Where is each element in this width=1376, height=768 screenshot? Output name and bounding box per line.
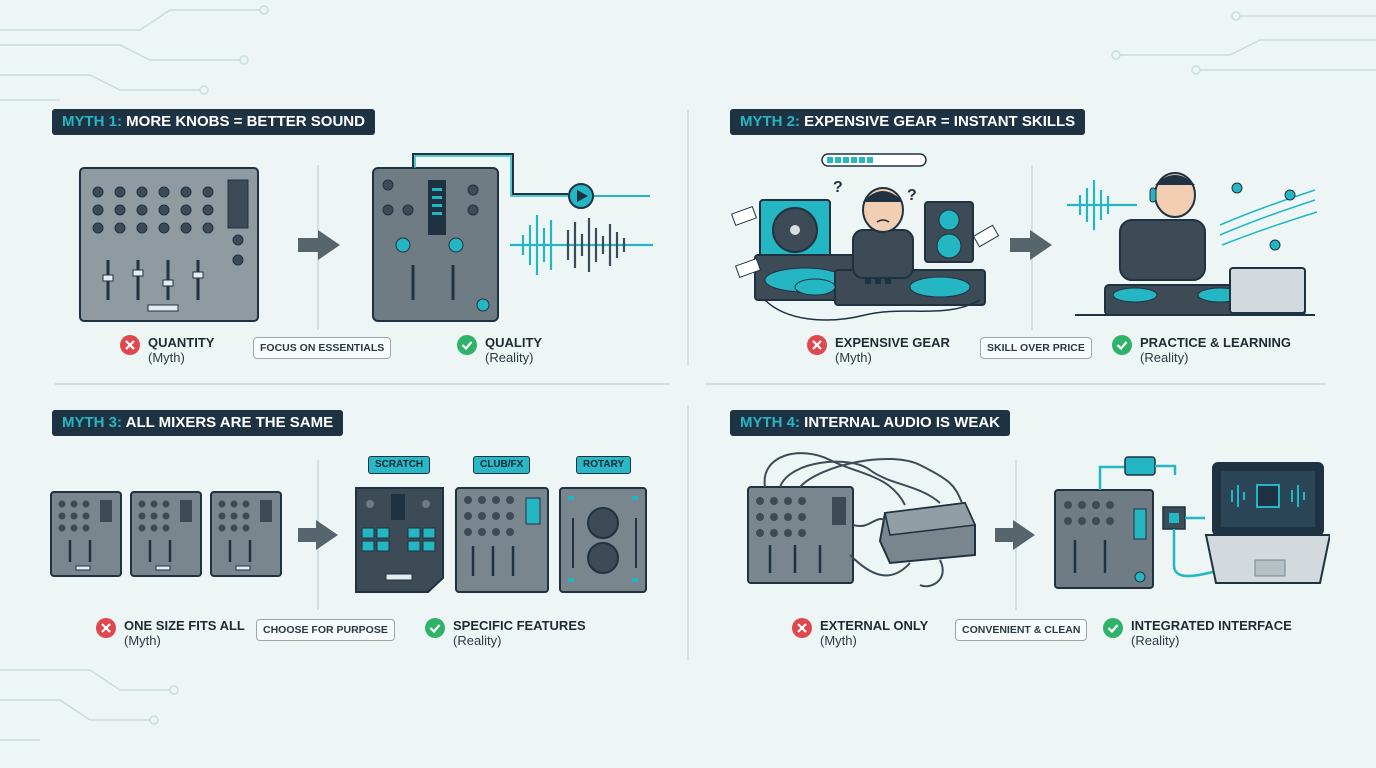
tag-club-fx: CLUB/FX — [473, 456, 531, 474]
check-circle-icon — [425, 618, 445, 638]
stressed-dj-icon: ? ? — [833, 179, 917, 279]
check-circle-icon — [1112, 335, 1132, 355]
arrow-right-icon — [1010, 230, 1052, 260]
panel-2-reality-caption: PRACTICE & LEARNING(Reality) — [1112, 335, 1291, 366]
identical-mixers-icon — [50, 491, 282, 577]
panel-3-illustration — [50, 487, 647, 593]
panel-2-illustration: ? ? — [730, 153, 1318, 321]
panel-3-myth-caption: ONE SIZE FITS ALL(Myth) — [96, 618, 245, 649]
arrow-right-icon — [298, 230, 340, 260]
panel-1-illustration — [79, 153, 653, 322]
arrow-right-icon — [995, 520, 1035, 550]
panel-4-pill: CONVENIENT & CLEAN — [955, 619, 1088, 641]
cluttered-mixer-icon — [79, 167, 259, 322]
panel-3-pill: CHOOSE FOR PURPOSE — [256, 619, 395, 641]
x-circle-icon — [120, 335, 140, 355]
practicing-dj-icon — [1075, 172, 1315, 316]
panel-4-title: MYTH 4: INTERNAL AUDIO IS WEAK — [730, 410, 1011, 436]
laptop-icon — [1204, 462, 1330, 584]
waveform-icon — [510, 215, 653, 275]
panel-4-reality-caption: INTEGRATED INTERFACE(Reality) — [1103, 618, 1292, 649]
tag-rotary: ROTARY — [576, 456, 632, 474]
panel-3-title: MYTH 3: ALL MIXERS ARE THE SAME — [52, 410, 344, 436]
music-notes-icon — [1219, 189, 1318, 246]
panel-2-title: MYTH 2: EXPENSIVE GEAR = INSTANT SKILLS — [730, 109, 1086, 135]
panel-1-reality-caption: QUALITY(Reality) — [457, 335, 542, 366]
panel-2-myth-caption: EXPENSIVE GEAR(Myth) — [807, 335, 950, 366]
panel-4-myth-caption: EXTERNAL ONLY(Myth) — [792, 618, 928, 649]
usb-icon — [1124, 456, 1156, 476]
panel-2-pill: SKILL OVER PRICE — [980, 337, 1092, 359]
rotary-mixer-icon — [559, 487, 647, 593]
check-circle-icon — [1103, 618, 1123, 638]
panel-4-illustration — [747, 452, 1330, 589]
panel-3-reality-caption: SPECIFIC FEATURES(Reality) — [425, 618, 586, 649]
club-fx-mixer-icon — [455, 487, 549, 593]
svg-text:?: ? — [833, 179, 843, 196]
integrated-interface-mixer-icon — [1054, 489, 1154, 589]
svg-text:?: ? — [907, 187, 917, 204]
x-circle-icon — [96, 618, 116, 638]
waveform-icon — [1067, 180, 1137, 230]
panel-1-title: MYTH 1: MORE KNOBS = BETTER SOUND — [52, 109, 375, 135]
quality-mixer-icon — [372, 153, 570, 322]
scratch-mixer-icon — [355, 487, 444, 593]
panel-1-myth-caption: QUANTITY(Myth) — [120, 335, 214, 366]
tag-scratch: SCRATCH — [368, 456, 431, 474]
external-interface-setup-icon — [747, 452, 977, 588]
x-circle-icon — [807, 335, 827, 355]
panel-1-pill: FOCUS ON ESSENTIALS — [253, 337, 392, 359]
x-circle-icon — [792, 618, 812, 638]
arrow-right-icon — [298, 520, 338, 550]
check-circle-icon — [457, 335, 477, 355]
